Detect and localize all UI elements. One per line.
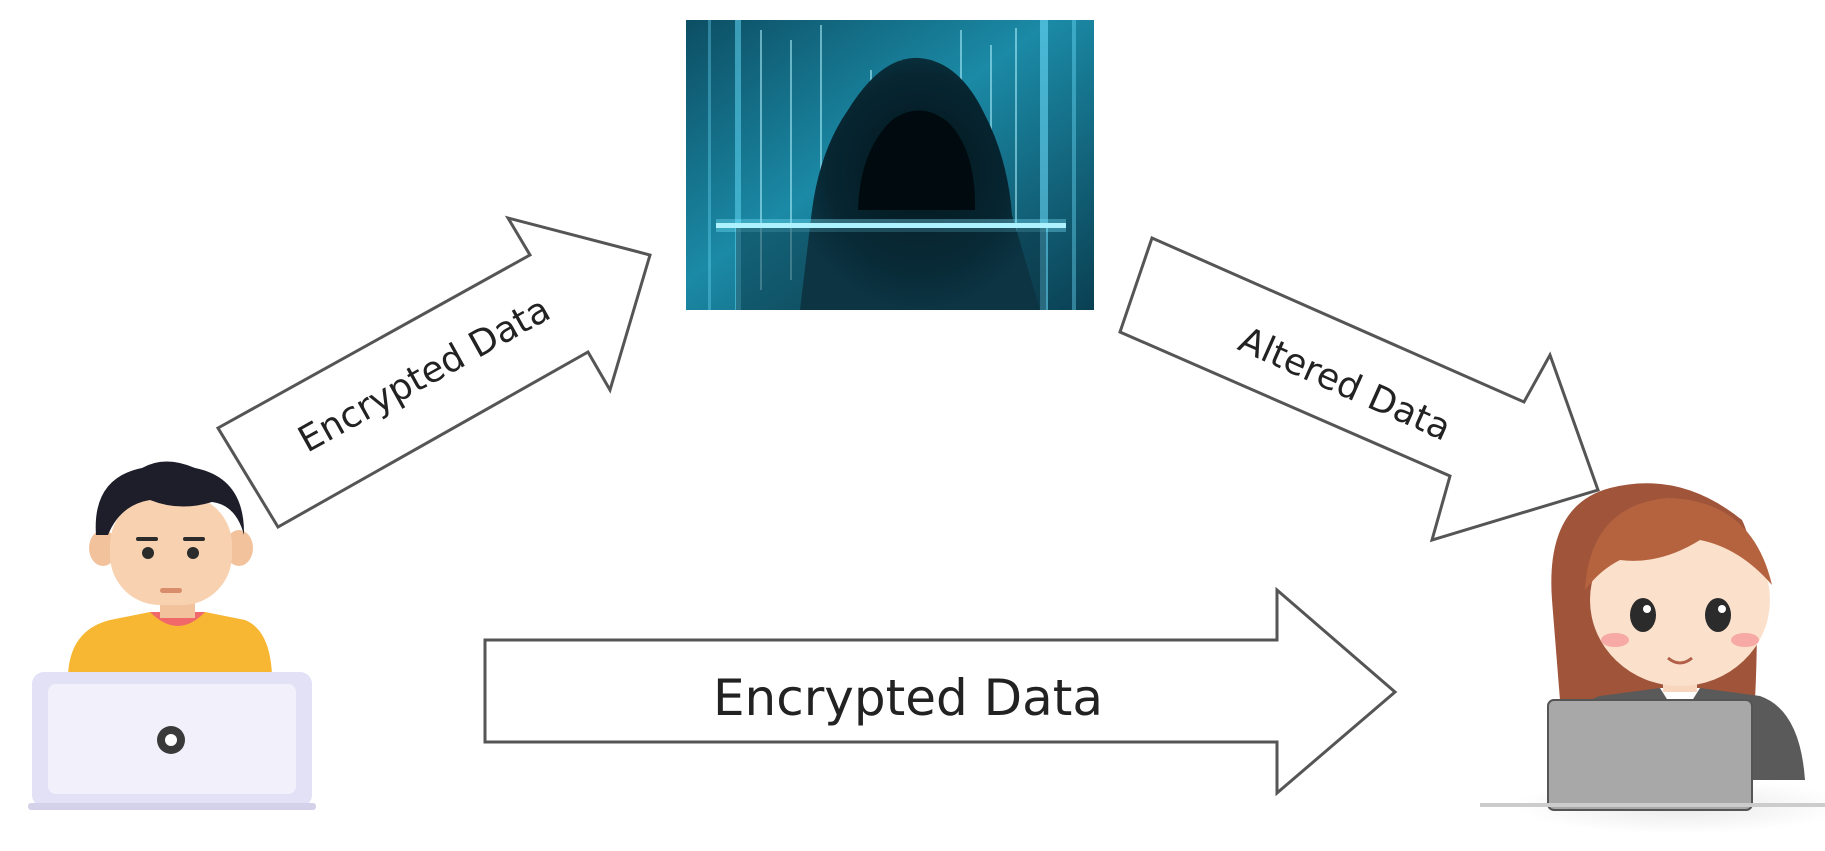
altered-data-arrow: Altered Data <box>1118 235 1600 543</box>
receiver-person <box>1480 483 1825 834</box>
hacker-image <box>686 20 1094 311</box>
encrypted-data-arrow-direct-label: Encrypted Data <box>713 669 1103 727</box>
encrypted-data-arrow-direct: Encrypted Data <box>483 586 1398 797</box>
encrypted-data-arrow-up: Encrypted Data <box>215 215 652 530</box>
sender-person <box>28 461 316 810</box>
